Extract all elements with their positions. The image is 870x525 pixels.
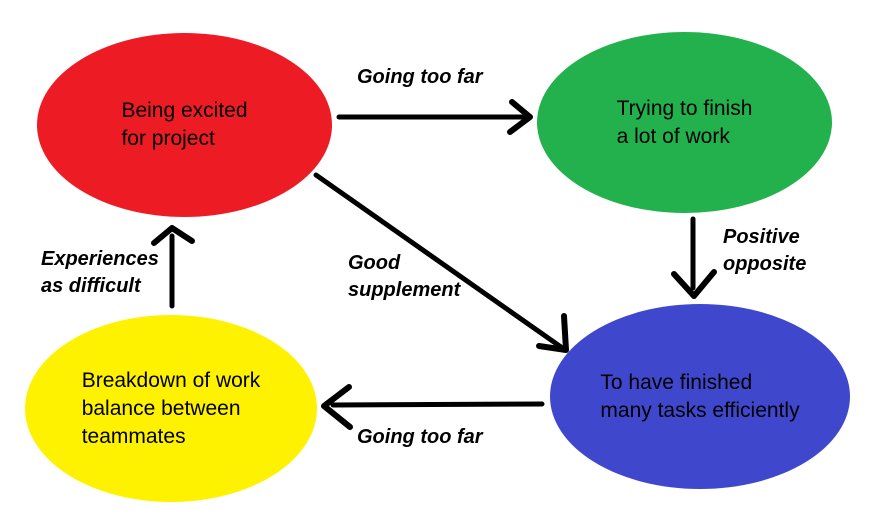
arrow-head-icon [507,99,533,135]
arrow-head-icon [671,269,717,299]
arrow-finished-to-breakdown [321,384,545,430]
edge-label-going-too-far-bottom: Going too far [357,426,483,448]
node-being-excited: Being excited for project [37,33,332,217]
arrow-head-icon [151,225,195,246]
arrow-head-icon [321,384,353,430]
arrow-excited-to-trying [336,99,533,135]
node-breakdown-of-work-label: Breakdown of work balance between teamma… [81,368,261,448]
edge-label-good-supplement: Good supplement [348,252,461,301]
node-trying-to-finish-label: Trying to finish a lot of work [616,96,753,148]
arrow-head-icon [536,313,569,353]
node-finished-tasks-label: To have finished many tasks efficiently [600,370,800,422]
node-trying-to-finish: Trying to finish a lot of work [537,32,832,213]
edge-label-going-too-far-top: Going too far [357,66,483,88]
node-breakdown-of-work: Breakdown of work balance between teamma… [25,315,317,502]
arrow-trying-to-finished [671,216,717,299]
node-being-excited-label: Being excited for project [121,99,248,150]
arrow-line [330,401,545,408]
arrow-breakdown-to-excited [151,225,195,309]
edge-label-positive-opposite: Positive opposite [723,226,807,275]
node-finished-tasks: To have finished many tasks efficiently [550,304,850,489]
edge-label-experiences-as-difficult: Experiences as difficult [41,248,159,297]
